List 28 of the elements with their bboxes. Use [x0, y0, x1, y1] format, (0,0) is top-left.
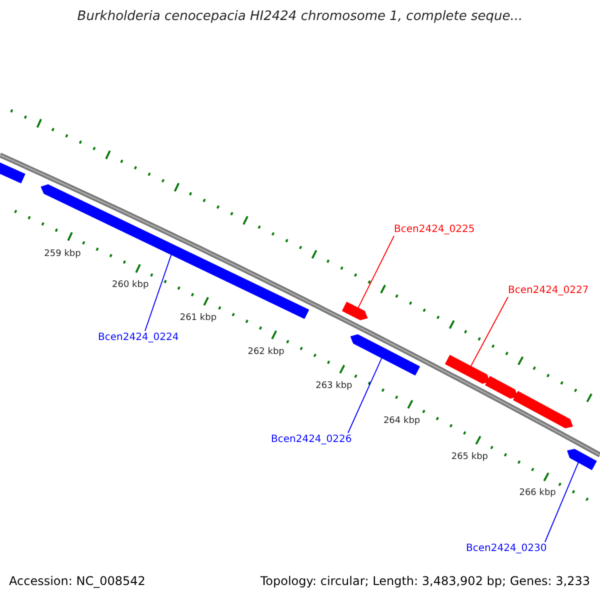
gene-feature [342, 302, 368, 320]
scale-label: 261 kbp [180, 314, 217, 324]
gene-feature [444, 354, 490, 384]
scale-label: 264 kbp [383, 416, 420, 427]
gene-feature [485, 376, 518, 399]
scale-label: 265 kbp [451, 452, 488, 463]
gene-label: Bcen2424_0226 [271, 434, 352, 445]
accession-text: Accession: NC_008542 [9, 575, 146, 588]
gene-feature [567, 448, 597, 470]
gene-feature [350, 334, 420, 376]
genome-stats-text: Topology: circular; Length: 3,483,902 bp; Genes: 3,233 [260, 575, 590, 588]
gene-label: Bcen2424_0225 [394, 224, 475, 235]
leader-line [144, 253, 172, 332]
gene-feature [0, 161, 26, 184]
title: Burkholderia cenocepacia HI2424 chromosome 1, complete seque... [76, 10, 524, 24]
scale-label: 263 kbp [316, 382, 352, 392]
leader-line [544, 462, 579, 542]
scale-label: 266 kbp [519, 489, 556, 500]
scale-label: 262 kbp [248, 348, 284, 358]
leader-line [358, 236, 394, 308]
scale-label: 259 kbp [44, 250, 81, 260]
gene-label: Bcen2424_0227 [508, 285, 589, 296]
gene-label: Bcen2424_0230 [466, 543, 547, 554]
leader-line [348, 358, 382, 434]
gene-feature [513, 390, 573, 428]
scale-label: 260 kbp [112, 281, 149, 292]
leader-line [470, 296, 508, 367]
gene-label: Bcen2424_0224 [98, 332, 179, 343]
